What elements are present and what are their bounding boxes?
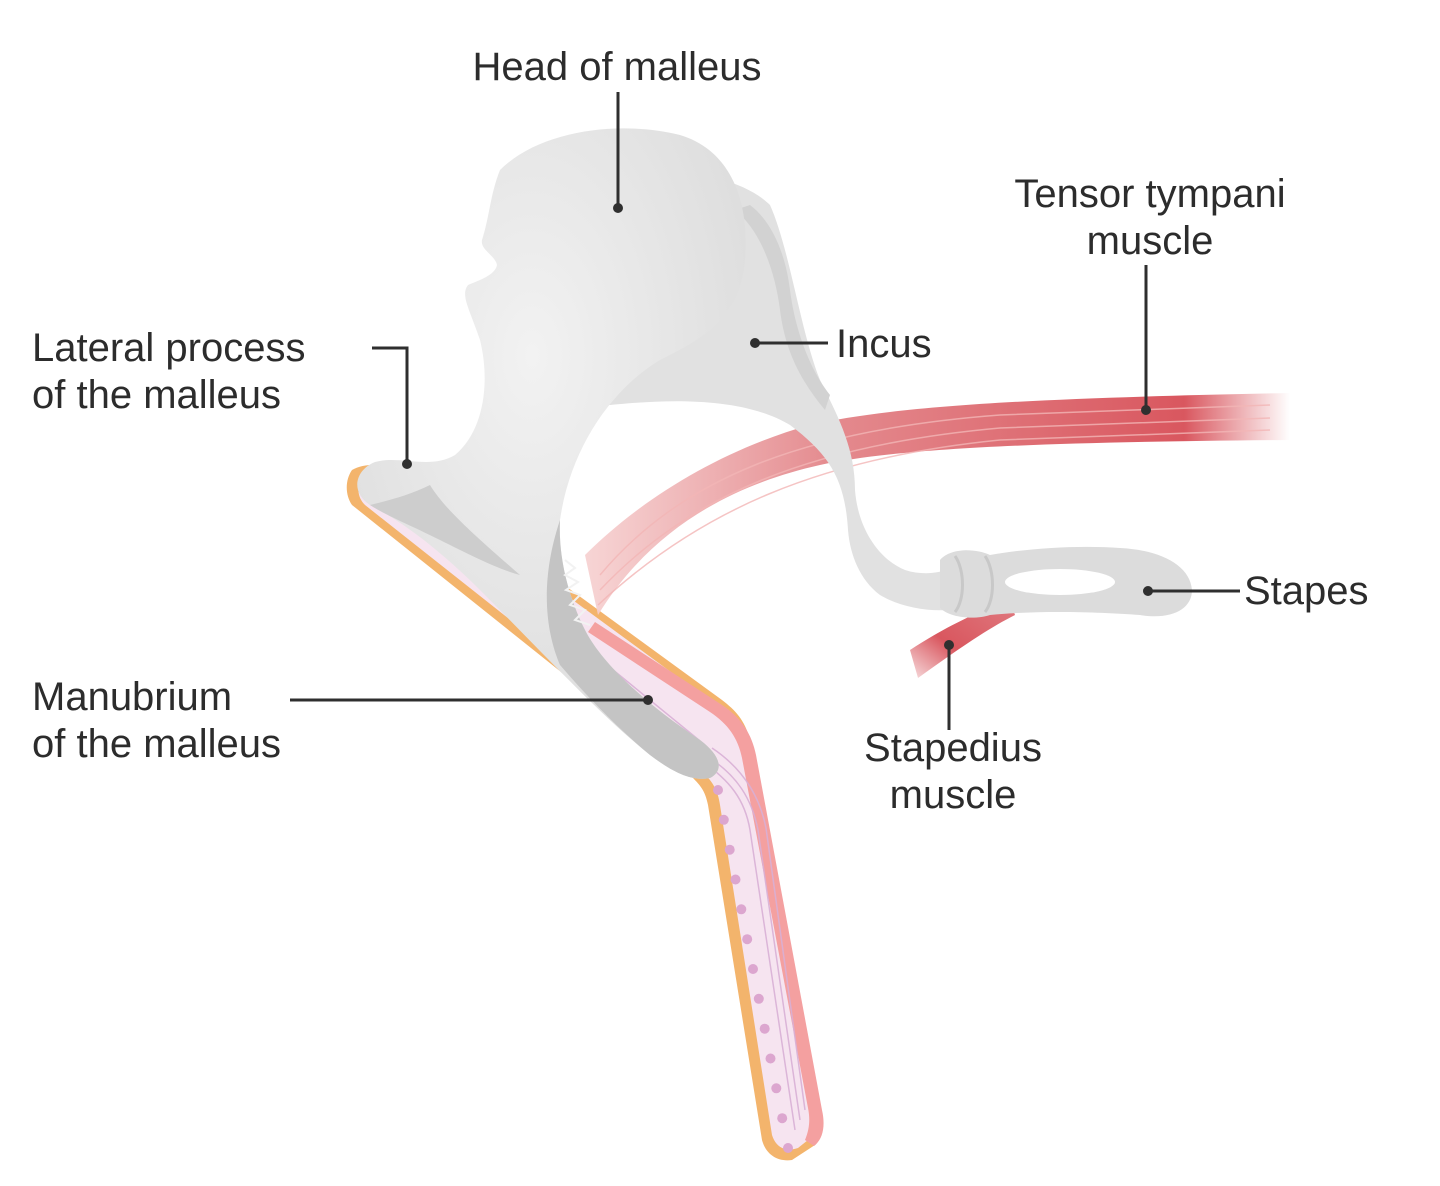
label-tensor-tympani-line2: muscle xyxy=(1087,219,1214,263)
leader-lines xyxy=(290,92,1240,730)
membrane-middle-layer xyxy=(358,473,812,1150)
pointer-lateral-process xyxy=(402,459,412,469)
leader-lateral-process xyxy=(372,346,409,464)
membrane-dot xyxy=(736,904,747,915)
malleus-neck-ridge xyxy=(563,559,591,626)
label-stapes: Stapes xyxy=(1244,569,1369,613)
membrane-dot xyxy=(713,785,723,795)
stapedius-muscle xyxy=(910,600,1015,678)
label-manubrium-line1: Manubrium xyxy=(32,675,232,719)
pointer-stapedius xyxy=(944,640,954,650)
membrane-dot xyxy=(742,934,753,945)
membrane-dot xyxy=(771,1083,782,1094)
pointer-stapes xyxy=(1143,586,1153,596)
pointer-manubrium xyxy=(643,695,653,705)
label-lateral-process-line2: of the malleus xyxy=(32,373,281,417)
membrane-dot xyxy=(777,1113,788,1124)
tensor-tympani-muscle xyxy=(585,393,1290,615)
pointer-tensor-tympani xyxy=(1141,405,1151,415)
membrane-dot xyxy=(753,993,764,1004)
membrane-dot xyxy=(748,964,758,974)
tympanic-membrane xyxy=(346,464,824,1161)
label-incus: Incus xyxy=(836,322,932,366)
labels: Head of malleus Tensor tympani muscle La… xyxy=(32,45,1369,817)
stapes-bone xyxy=(940,546,1192,618)
membrane-dot xyxy=(730,874,741,885)
membrane-dot xyxy=(765,1053,776,1064)
membrane-dot xyxy=(759,1023,770,1034)
membrane-dot xyxy=(718,814,729,825)
malleus-bone xyxy=(357,128,746,779)
label-tensor-tympani-line1: Tensor tympani xyxy=(1014,172,1285,216)
label-stapedius-line2: muscle xyxy=(890,773,1017,817)
membrane-dot xyxy=(724,844,735,855)
pointer-incus xyxy=(750,338,760,348)
membrane-dot xyxy=(783,1143,793,1153)
label-head-of-malleus: Head of malleus xyxy=(472,45,761,89)
membrane-inner-layer xyxy=(588,622,824,1146)
label-lateral-process-line1: Lateral process xyxy=(32,326,305,370)
pointer-head-of-malleus xyxy=(613,203,623,213)
label-manubrium-line2: of the malleus xyxy=(32,722,281,766)
label-stapedius-line1: Stapedius xyxy=(864,726,1042,770)
